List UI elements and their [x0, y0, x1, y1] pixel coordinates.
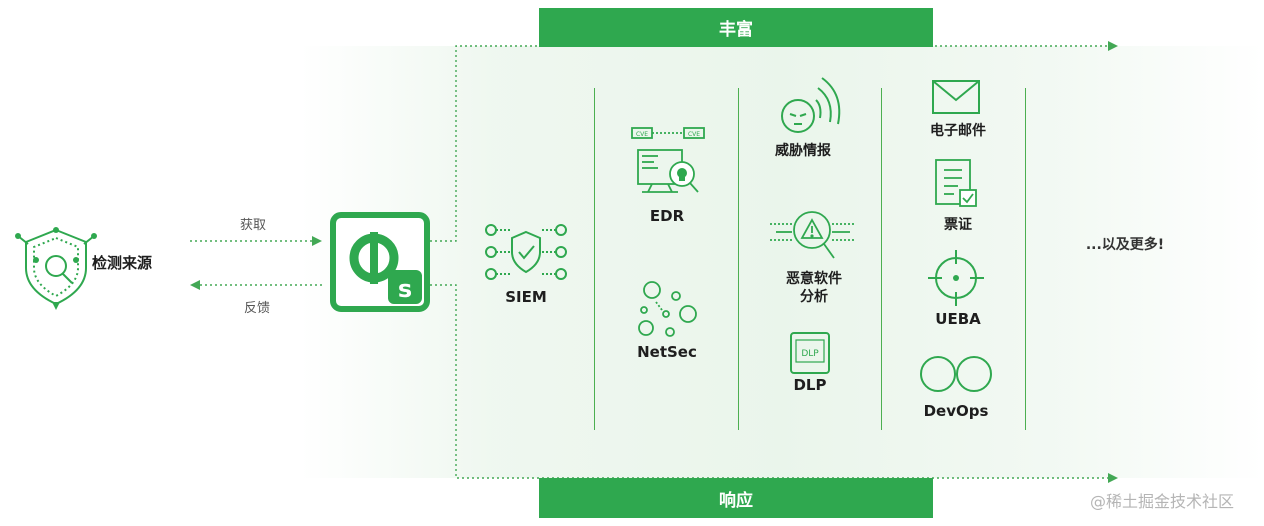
source-label: 检测来源 — [92, 254, 153, 272]
edr-label: EDR — [649, 207, 685, 225]
svg-text:s: s — [398, 275, 412, 303]
siem-label: SIEM — [505, 288, 547, 306]
dlp-badge-text: DLP — [801, 349, 819, 359]
malware-search-icon — [770, 211, 856, 259]
cve-tag: CVE — [636, 131, 648, 138]
email-icon — [932, 80, 980, 114]
cve-tag: CVE — [688, 131, 700, 138]
target-crosshair-icon — [928, 250, 984, 306]
email-label: 电子邮件 — [930, 123, 986, 139]
product-logo-icon: s — [330, 212, 430, 312]
devops-label: DevOps — [923, 402, 989, 420]
devops-infinity-icon — [920, 356, 992, 392]
watermark: @稀土掘金技术社区 — [1090, 492, 1235, 511]
column-divider — [881, 88, 882, 430]
ueba-label: UEBA — [935, 310, 981, 328]
dlp-icon: DLP — [790, 332, 830, 374]
dlp-label: DLP — [793, 376, 827, 394]
shield-search-icon — [15, 227, 97, 310]
netsec-label: NetSec — [637, 343, 697, 361]
feedback-label: 反馈 — [244, 301, 271, 316]
malware-label-line1: 恶意软件 — [786, 271, 842, 287]
fetch-label: 获取 — [240, 218, 267, 233]
column-divider — [594, 88, 595, 430]
column-divider — [1025, 88, 1026, 430]
siem-icon — [485, 224, 567, 280]
malware-label-line2: 分析 — [800, 289, 828, 305]
column-divider — [738, 88, 739, 430]
threat-intel-label: 威胁情报 — [775, 143, 831, 159]
respond-bar: 响应 — [539, 478, 933, 518]
enrich-bar: 丰富 — [539, 8, 933, 47]
edr-icon: CVE CVE — [631, 127, 705, 193]
ticket-label: 票证 — [944, 217, 972, 233]
and-more-label: ...以及更多! — [1085, 237, 1165, 253]
netsec-icon — [638, 281, 697, 337]
threat-intel-icon — [781, 77, 841, 133]
ticket-checklist-icon — [935, 159, 977, 207]
